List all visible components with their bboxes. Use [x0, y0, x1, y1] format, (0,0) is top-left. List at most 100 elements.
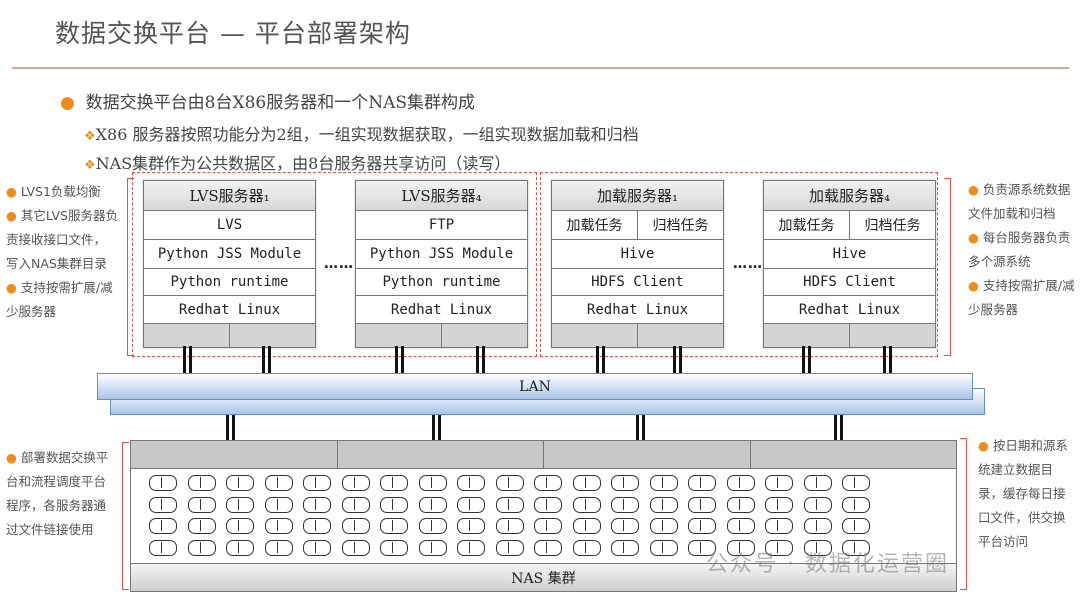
disk-icon: [495, 475, 524, 491]
server-row: Redhat Linux: [144, 295, 315, 323]
disk-icon: [149, 496, 177, 513]
server-row: Hive: [552, 239, 723, 268]
disk-icon: [418, 518, 447, 534]
disk-icon: [572, 496, 601, 513]
disk-icon: [726, 496, 755, 513]
server-row: Hive: [764, 239, 935, 268]
disk-icon: [418, 496, 447, 513]
disk-icon: [264, 518, 293, 534]
disk-icon: [341, 496, 370, 513]
disk-icon: [187, 518, 216, 534]
diamond-icon: ❖: [84, 158, 96, 173]
bullet-dot-icon: ●: [6, 184, 17, 199]
note-text: 负责源系统数据文件加载和归档: [968, 182, 1071, 221]
server-base: [356, 323, 527, 347]
server-load-4: 加载服务器₄ 加载任务归档任务 Hive HDFS Client Redhat …: [763, 180, 936, 348]
disk-icon: [187, 496, 216, 513]
disk-icon: [303, 496, 331, 513]
server-row: Redhat Linux: [552, 295, 723, 323]
server-name: 加载服务器₁: [552, 181, 723, 210]
server-lvs-1: LVS服务器₁ LVS Python JSS Module Python run…: [143, 180, 316, 348]
server-row: LVS: [144, 210, 315, 239]
disk-icon: [380, 518, 408, 534]
disk-icon: [534, 539, 562, 556]
bullet-sub-2: ❖NAS集群作为公共数据区，由8台服务器共享访问（读写）: [84, 150, 510, 174]
disk-icon: [303, 518, 331, 534]
disk-icon: [226, 539, 254, 556]
disk-icon: [572, 475, 601, 491]
ellipsis-lvs: ……: [324, 256, 354, 272]
server-row: FTP: [356, 210, 527, 239]
server-base: [144, 323, 315, 347]
bullet-dot-icon: ●: [968, 230, 979, 245]
disk-icon: [611, 475, 639, 491]
load-task: 加载任务: [778, 218, 835, 234]
connector: [476, 346, 485, 373]
disk-icon: [572, 539, 601, 556]
disk-icon: [688, 496, 716, 513]
lvs-server-group: [132, 172, 537, 357]
disk-icon: [341, 518, 370, 534]
diamond-icon: ❖: [84, 129, 96, 144]
note-text: 其它LVS服务器负责接收接口文件，写入NAS集群目录: [6, 208, 118, 271]
connector: [802, 346, 811, 373]
disk-icon: [649, 518, 678, 534]
disk-icon: [264, 539, 293, 556]
server-row: Python runtime: [356, 268, 527, 295]
disk-icon: [495, 496, 524, 513]
disk-icon: [649, 475, 678, 491]
server-row: Redhat Linux: [764, 295, 935, 323]
connector: [596, 346, 605, 373]
bracket-left-bottom: [122, 442, 129, 590]
disk-icon: [534, 496, 562, 513]
bracket-right-bottom: [960, 438, 967, 590]
disk-icon: [380, 539, 408, 556]
server-row: Python JSS Module: [144, 239, 315, 268]
disk-icon: [264, 496, 293, 513]
connector: [262, 346, 271, 373]
note-text: 按日期和源系统建立数据目录，缓存每日接口文件，供交换平台访问: [978, 438, 1068, 549]
ellipsis-load: ……: [733, 256, 763, 272]
disk-icon: [341, 539, 370, 556]
connector: [883, 346, 892, 373]
load-task: 加载任务: [566, 218, 623, 234]
disk-icon: [457, 496, 485, 513]
note-text: 支持按需扩展/减少服务器: [6, 280, 113, 319]
disk-icon: [226, 518, 254, 534]
disk-icon: [303, 475, 331, 491]
title-divider: [12, 67, 1069, 69]
disk-icon: [611, 539, 639, 556]
lan-bar: LAN: [97, 373, 973, 400]
disk-icon: [688, 518, 716, 534]
disk-icon: [457, 475, 485, 491]
nas-controllers: [131, 441, 956, 469]
bullet-dot-icon: ●: [6, 450, 17, 465]
notes-right-bottom: ● 按日期和源系统建立数据目录，缓存每日接口文件，供交换平台访问: [978, 434, 1072, 554]
bullet-sub-1: ❖X86 服务器按照功能分为2组，一组实现数据获取，一组实现数据加载和归档: [84, 121, 639, 145]
disk-icon: [187, 539, 216, 556]
server-name: LVS服务器₄: [356, 181, 527, 210]
server-base: [764, 323, 935, 347]
notes-right-top: ● 负责源系统数据文件加载和归档 ● 每台服务器负责多个源系统 ● 支持按需扩展…: [968, 178, 1076, 322]
archive-task: 归档任务: [849, 211, 935, 239]
disk-icon: [842, 518, 870, 534]
disk-icon: [649, 496, 678, 513]
disk-icon: [149, 518, 177, 534]
bracket-left-top: [127, 178, 134, 356]
disk-icon: [803, 518, 832, 534]
disk-icon: [765, 496, 793, 513]
disk-icon: [149, 475, 177, 491]
server-base: [552, 323, 723, 347]
load-server-group: [540, 172, 938, 357]
bullet-dot-icon: ●: [60, 93, 75, 113]
disk-icon: [303, 539, 331, 556]
nas-cluster: NAS 集群: [130, 440, 957, 592]
disk-icon: [726, 475, 755, 491]
disk-icon: [418, 539, 447, 556]
disk-icon: [457, 539, 485, 556]
server-load-1: 加载服务器₁ 加载任务归档任务 Hive HDFS Client Redhat …: [551, 180, 724, 348]
connector: [432, 415, 441, 440]
disk-icon: [457, 518, 485, 534]
note-text: 每台服务器负责多个源系统: [968, 230, 1071, 269]
connector: [636, 415, 645, 440]
